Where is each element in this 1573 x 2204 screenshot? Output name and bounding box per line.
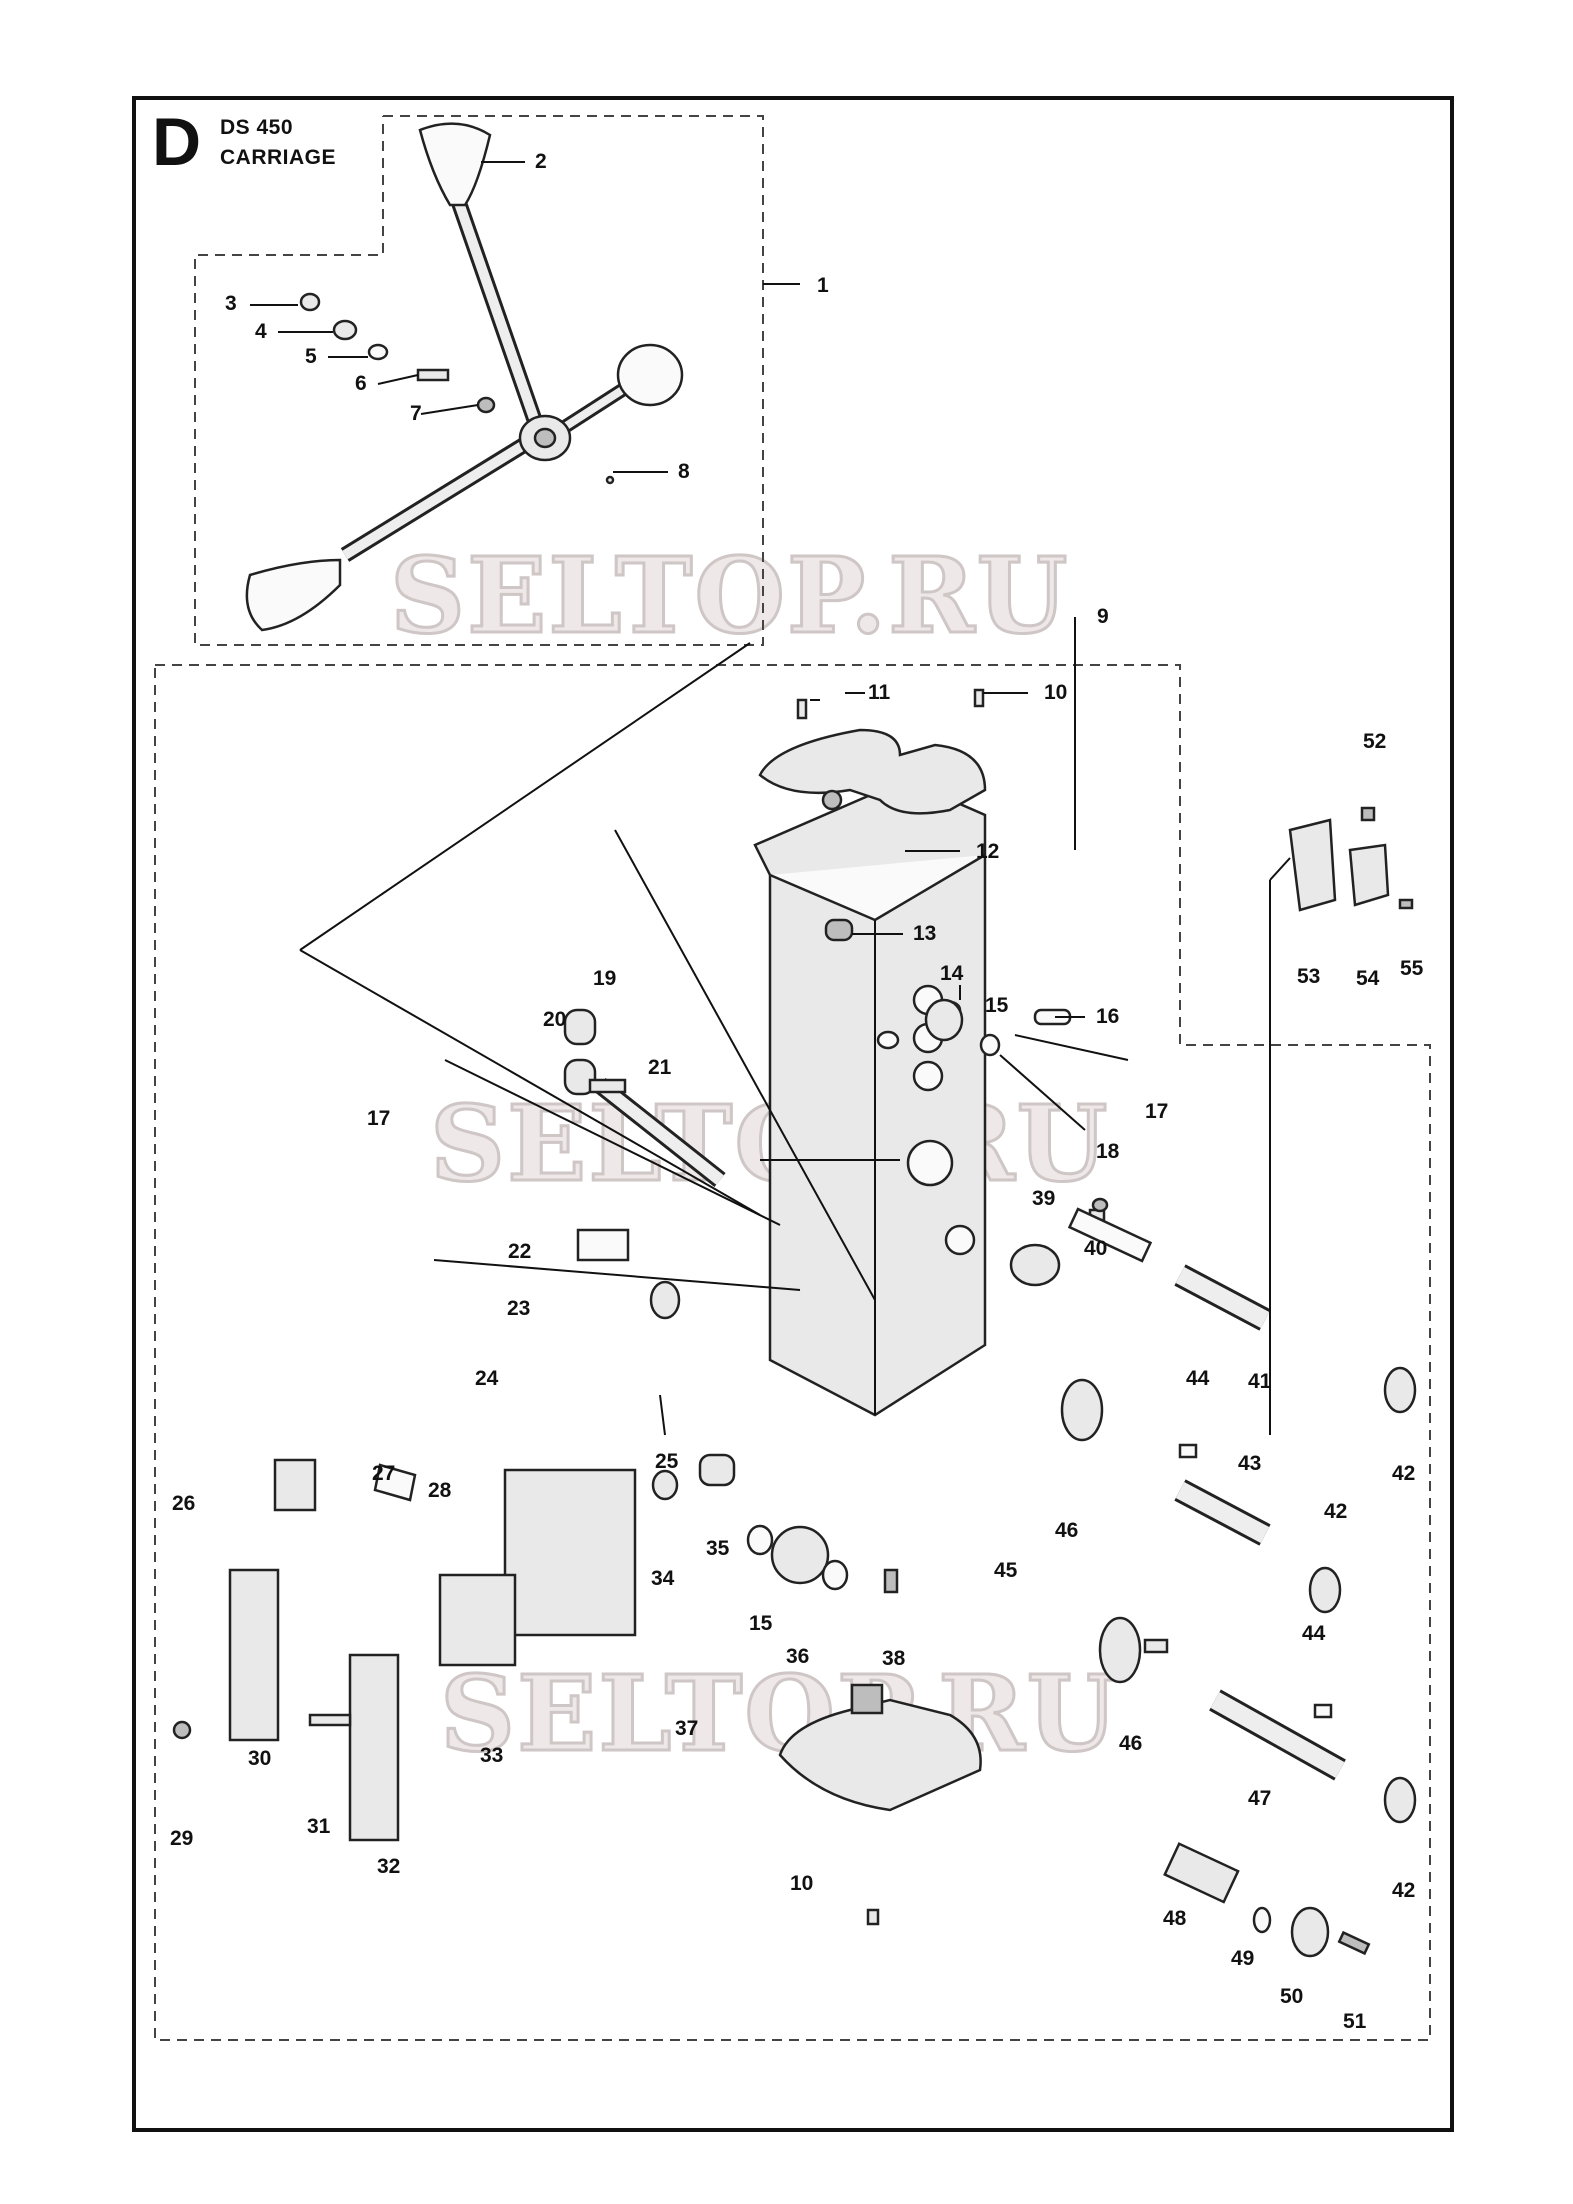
callout-18: 18	[1096, 1140, 1120, 1163]
callout-12: 12	[976, 840, 999, 863]
diagram-frame	[132, 96, 1454, 2132]
model-name: DS 450	[220, 116, 294, 139]
carriage-components	[172, 688, 1417, 1958]
callout-28: 28	[428, 1479, 452, 1502]
callout-17-right: 17	[1145, 1100, 1168, 1123]
callout-27: 27	[372, 1462, 395, 1485]
section-title: CARRIAGE	[220, 146, 337, 169]
callout-25: 25	[655, 1450, 679, 1473]
callout-2: 2	[535, 150, 547, 173]
callout-4: 4	[255, 320, 267, 343]
callout-19: 19	[593, 967, 616, 990]
callout-5: 5	[305, 345, 317, 368]
carriage-body	[753, 728, 987, 1812]
callout-40: 40	[1084, 1237, 1107, 1260]
callout-45: 45	[994, 1559, 1018, 1582]
callout-16: 16	[1096, 1005, 1119, 1028]
callout-32: 32	[377, 1855, 400, 1878]
callout-42-a: 42	[1392, 1462, 1415, 1485]
callout-35: 35	[706, 1537, 730, 1560]
callout-23: 23	[507, 1297, 530, 1320]
callout-55: 55	[1400, 957, 1424, 980]
callout-10-bottom: 10	[790, 1872, 813, 1895]
handle-assembly	[245, 122, 684, 632]
callout-6: 6	[355, 372, 367, 395]
section-letter: D	[152, 104, 202, 180]
callout-52: 52	[1363, 730, 1386, 753]
callout-1: 1	[817, 274, 829, 297]
callout-53: 53	[1297, 965, 1320, 988]
callout-42-c: 42	[1392, 1879, 1415, 1902]
callout-50: 50	[1280, 1985, 1303, 2008]
callout-43: 43	[1238, 1452, 1261, 1475]
callout-31: 31	[307, 1815, 331, 1838]
callout-44-bottom: 44	[1302, 1622, 1326, 1645]
callout-46-bottom: 46	[1119, 1732, 1142, 1755]
callout-8: 8	[678, 460, 690, 483]
watermark-middle: SELTOP.RU	[430, 1082, 1109, 1205]
callout-51: 51	[1343, 2010, 1367, 2033]
callout-34: 34	[651, 1567, 675, 1590]
callout-44-top: 44	[1186, 1367, 1210, 1390]
callout-11: 11	[868, 681, 891, 704]
callout-30: 30	[248, 1747, 271, 1770]
callout-15-bottom: 15	[749, 1612, 773, 1635]
callout-26: 26	[172, 1492, 195, 1515]
callout-33: 33	[480, 1744, 503, 1767]
watermark-bottom: SELTOP.RU	[440, 1652, 1119, 1775]
callout-41: 41	[1248, 1370, 1272, 1393]
callout-15-top: 15	[985, 994, 1009, 1017]
callout-24: 24	[475, 1367, 499, 1390]
leader-lines	[250, 161, 1291, 1436]
callout-42-b: 42	[1324, 1500, 1347, 1523]
callout-37: 37	[675, 1717, 698, 1740]
callout-54: 54	[1356, 967, 1380, 990]
callout-17-left: 17	[367, 1107, 390, 1130]
callout-29: 29	[170, 1827, 193, 1850]
callout-49: 49	[1231, 1947, 1254, 1970]
group-outlines	[154, 115, 1431, 2041]
callout-9: 9	[1097, 605, 1109, 628]
callout-36: 36	[786, 1645, 809, 1668]
callout-48: 48	[1163, 1907, 1187, 1930]
callout-21: 21	[648, 1056, 672, 1079]
callout-39: 39	[1032, 1187, 1055, 1210]
callout-10-top: 10	[1044, 681, 1067, 704]
callout-22: 22	[508, 1240, 531, 1263]
callout-7: 7	[410, 402, 422, 425]
callout-14: 14	[940, 962, 964, 985]
watermark-top: SELTOP.RU	[390, 534, 1069, 657]
callout-20: 20	[543, 1008, 566, 1031]
callout-3: 3	[225, 292, 237, 315]
callout-numbers: 1 2 3 4 5 6 7 8 9 10 11 10 12 13 14 15 1…	[170, 150, 1424, 2033]
group-9-outline	[154, 664, 1431, 2041]
group-1-outline	[194, 115, 764, 646]
callout-38: 38	[882, 1647, 906, 1670]
watermark-layer: SELTOP.RU SELTOP.RU SELTOP.RU	[389, 533, 1119, 1777]
callout-46-top: 46	[1055, 1519, 1078, 1542]
callout-47: 47	[1248, 1787, 1271, 1810]
callout-13: 13	[913, 922, 936, 945]
